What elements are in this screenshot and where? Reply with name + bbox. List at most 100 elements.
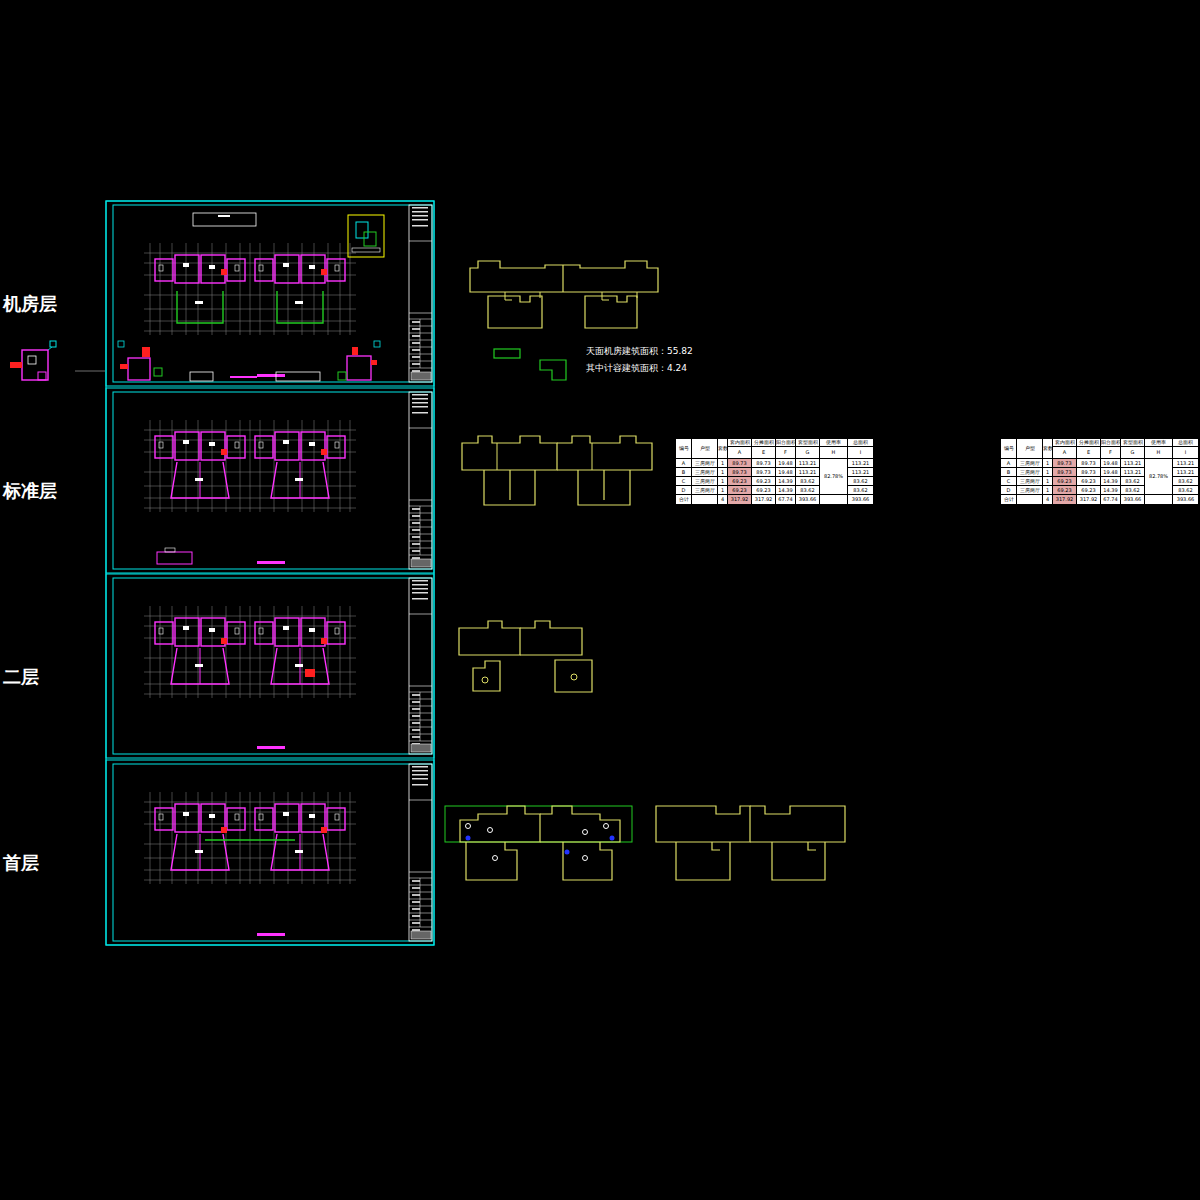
- shaft-circle: [583, 856, 588, 861]
- drawing-rect: [257, 561, 285, 564]
- table-cell: 113.21: [1173, 459, 1199, 468]
- outline-path: [578, 470, 630, 505]
- table-header: H: [820, 447, 848, 459]
- drawing-rect: [411, 372, 431, 380]
- drawing-rect: [275, 618, 299, 646]
- drawing-rect: [227, 259, 245, 281]
- table-cell: 83.62: [1173, 486, 1199, 495]
- drawing-line: [409, 347, 432, 348]
- drawing-rect: [255, 622, 273, 644]
- drawing-rect: [165, 548, 175, 552]
- outline-path: [557, 436, 652, 470]
- drawing-rect: [106, 760, 434, 945]
- drawing-rect: [235, 442, 239, 448]
- floor-label: 标准层: [3, 480, 57, 502]
- table-cell: 69.23: [752, 477, 776, 486]
- drawing-rect: [201, 432, 225, 460]
- table-header: 户型: [692, 439, 718, 459]
- drawing-rect: [257, 746, 285, 749]
- table-header: G: [1121, 447, 1145, 459]
- table-cell: 317.92: [752, 495, 776, 505]
- drawing-line: [144, 321, 356, 322]
- key-plan: [10, 341, 105, 380]
- drawing-rect: [257, 374, 285, 377]
- table-header: A: [1053, 447, 1077, 459]
- table-cell: 4: [1043, 495, 1053, 505]
- table-cell: 317.92: [1077, 495, 1101, 505]
- drawing-rect: [412, 215, 428, 217]
- table-cell: 三房两厅: [692, 486, 718, 495]
- drawing-rect: [183, 626, 189, 630]
- table-cell: 89.73: [1077, 468, 1101, 477]
- drawing-rect: [183, 263, 189, 267]
- outline-path: [497, 443, 592, 470]
- marker-dot: [565, 850, 570, 855]
- drawing-rect: [321, 827, 327, 833]
- floor-plan: [144, 243, 356, 335]
- drawing-rect: [113, 578, 432, 754]
- drawing-rect: [183, 812, 189, 816]
- drawing-rect: [352, 248, 380, 252]
- table-header: 分摊面积: [1077, 439, 1101, 447]
- drawing-line: [144, 263, 356, 264]
- drawing-rect: [235, 628, 239, 634]
- table-header: G: [796, 447, 820, 459]
- drawing-rect: [327, 808, 345, 830]
- drawing-line: [420, 319, 421, 368]
- table-cell: 1: [1043, 468, 1053, 477]
- drawing-rect: [374, 341, 380, 347]
- table-cell: 317.92: [728, 495, 752, 505]
- floor-plan: [144, 606, 356, 698]
- drawing-rect: [412, 349, 420, 351]
- outline-path: [462, 436, 557, 470]
- table-cell: 83.62: [848, 477, 874, 486]
- drawing-rect: [412, 722, 420, 724]
- drawing-line: [409, 906, 432, 907]
- table-cell: 113.21: [848, 468, 874, 477]
- drawing-rect: [209, 442, 215, 446]
- shaft-circle: [604, 824, 609, 829]
- drawing-rect: [159, 265, 163, 271]
- floor-label: 机房层: [3, 293, 57, 315]
- drawing-rect: [412, 929, 420, 931]
- drawing-sheet: [106, 201, 434, 386]
- drawing-rect: [157, 552, 192, 564]
- drawing-line: [409, 920, 432, 921]
- table-header: H: [1145, 447, 1173, 459]
- table-cell: 83.62: [796, 477, 820, 486]
- table-header: 总面积: [1173, 439, 1199, 447]
- drawing-rect: [409, 578, 432, 754]
- table-cell: 1: [1043, 459, 1053, 468]
- drawing-rect: [195, 301, 203, 304]
- roof-parapet: [277, 291, 323, 323]
- outline-path: [563, 842, 612, 880]
- area-note: 其中计容建筑面积：4.24: [586, 363, 687, 374]
- table-header: E: [1077, 447, 1101, 459]
- drawing-rect: [113, 764, 432, 941]
- table-cell: C: [676, 477, 692, 486]
- drawing-rect: [412, 894, 420, 896]
- drawing-sheet: [106, 760, 434, 945]
- drawing-rect: [295, 850, 303, 853]
- table-cell: 89.73: [1053, 468, 1077, 477]
- table-cell: 82.78%: [820, 459, 848, 495]
- drawing-rect: [295, 664, 303, 667]
- table-header: 阳台面积: [776, 439, 796, 447]
- drawing-rect: [28, 356, 36, 364]
- table-cell: 113.21: [1121, 468, 1145, 477]
- drawing-rect: [227, 808, 245, 830]
- area-table: 编号户型套数套内面积分摊面积阳台面积套型面积使用率总面积AEFGHIA三房两厅1…: [675, 438, 874, 505]
- drawing-line: [409, 527, 432, 528]
- table-cell: 1: [718, 486, 728, 495]
- table-cell: 69.23: [1077, 486, 1101, 495]
- table-cell: 1: [718, 468, 728, 477]
- outline-path: [459, 621, 520, 655]
- table-header: 套型面积: [1121, 439, 1145, 447]
- table-header: 编号: [1001, 439, 1017, 459]
- table-cell: 19.48: [776, 468, 796, 477]
- table-cell: 69.23: [1053, 477, 1077, 486]
- area-outlines: [445, 261, 845, 880]
- drawing-rect: [412, 778, 428, 780]
- drawing-line: [409, 428, 432, 429]
- drawing-line: [420, 878, 421, 927]
